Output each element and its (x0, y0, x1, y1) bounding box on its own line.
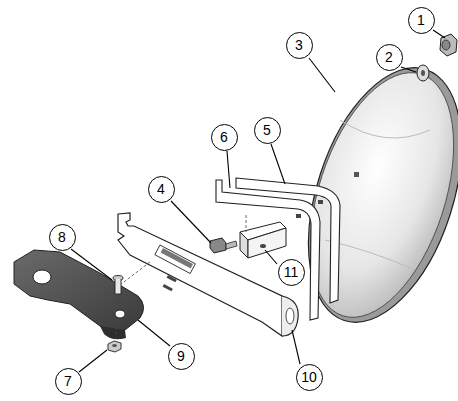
leader-lines (71, 249, 112, 280)
callout-number: 3 (295, 38, 303, 52)
callout-number: 10 (301, 370, 317, 384)
callout-number: 7 (64, 374, 72, 388)
callout-circle: 4 (148, 176, 175, 203)
callout-circle: 6 (211, 124, 238, 151)
washer (417, 65, 429, 81)
dish-disc (280, 48, 458, 341)
callout-number: 6 (220, 130, 228, 144)
strap (296, 214, 301, 218)
nut (108, 322, 121, 352)
callout-number: 11 (284, 265, 299, 279)
callout-circle: 8 (49, 224, 76, 251)
leader-lines (171, 201, 211, 243)
callout-number: 8 (58, 230, 66, 244)
nut (440, 34, 457, 56)
callout-number: 4 (157, 182, 165, 196)
mounting-plate (282, 296, 298, 336)
dish-disc (354, 172, 359, 177)
mounting-plate (155, 245, 195, 273)
leader-lines (401, 67, 416, 72)
nut (442, 40, 450, 50)
bolt (115, 279, 121, 294)
bolt (118, 296, 119, 308)
mounting-plate (118, 213, 298, 336)
callout-circle: 3 (286, 32, 313, 59)
nut (108, 341, 121, 352)
washer (421, 70, 425, 76)
mounting-plate (167, 275, 177, 282)
callout-circle: 5 (254, 117, 281, 144)
clevis-bracket (240, 215, 286, 258)
leader-lines (433, 30, 445, 38)
leader-lines (265, 250, 277, 264)
pivot-arm (100, 326, 126, 339)
leader-lines (71, 30, 445, 372)
dish-disc (283, 55, 458, 336)
nut (115, 322, 117, 338)
callout-number: 1 (417, 13, 425, 27)
callout-circle: 1 (408, 7, 435, 34)
spacer-block (210, 238, 226, 253)
callout-circle: 11 (278, 259, 305, 286)
callout-circle: 9 (168, 343, 195, 370)
mounting-plate (161, 248, 193, 268)
callout-number: 2 (385, 50, 393, 64)
nut (112, 344, 117, 347)
callout-circle: 10 (296, 364, 323, 391)
spacer-block (226, 241, 237, 249)
mounting-plate (286, 308, 294, 324)
leader-lines (309, 58, 335, 92)
callout-number: 5 (263, 123, 271, 137)
clevis-bracket (248, 228, 286, 258)
mounting-plate (163, 284, 173, 291)
leader-lines (79, 350, 107, 372)
dish-disc (340, 120, 430, 138)
callout-circle: 2 (376, 44, 403, 71)
nut (440, 34, 457, 56)
strap (318, 200, 323, 204)
spacer-block (210, 238, 237, 253)
mounting-plate (120, 262, 150, 285)
leader-lines (271, 144, 285, 184)
clevis-bracket (246, 215, 247, 232)
leader-lines (292, 330, 300, 364)
pivot-arm (14, 250, 144, 339)
bolt (113, 276, 123, 309)
pivot-arm (14, 250, 144, 332)
dish-disc (280, 48, 458, 341)
leader-lines (227, 151, 230, 188)
clevis-bracket (240, 232, 248, 258)
pivot-arm (115, 310, 125, 318)
callout-circle: 7 (55, 368, 82, 395)
leader-lines (138, 320, 170, 346)
callout-number: 9 (177, 349, 185, 363)
pivot-arm (33, 270, 51, 284)
clevis-bracket (260, 244, 266, 248)
washer (417, 65, 429, 81)
